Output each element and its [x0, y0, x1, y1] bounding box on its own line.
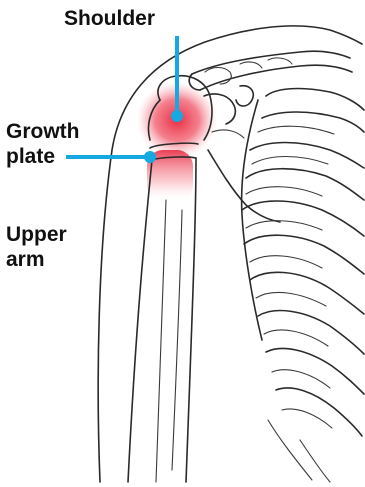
upper-arm-label-line-1: Upper: [6, 222, 67, 247]
growth-plate-pointer-dot: [144, 151, 156, 163]
shoulder-pointer-dot: [171, 110, 183, 122]
shoulder-label: Shoulder: [64, 6, 155, 31]
growth-plate-label-line-1: Growth: [6, 119, 80, 144]
shoulder-label-text: Shoulder: [64, 7, 155, 30]
body-outline: [98, 26, 362, 482]
clavicle: [189, 51, 352, 90]
growth-plate-label-line-2: plate: [6, 144, 80, 169]
upper-arm-label: Upper arm: [6, 222, 67, 272]
ribcage: [242, 89, 364, 480]
upper-arm-label-line-2: arm: [6, 247, 67, 272]
growth-plate-label: Growth plate: [6, 119, 80, 169]
